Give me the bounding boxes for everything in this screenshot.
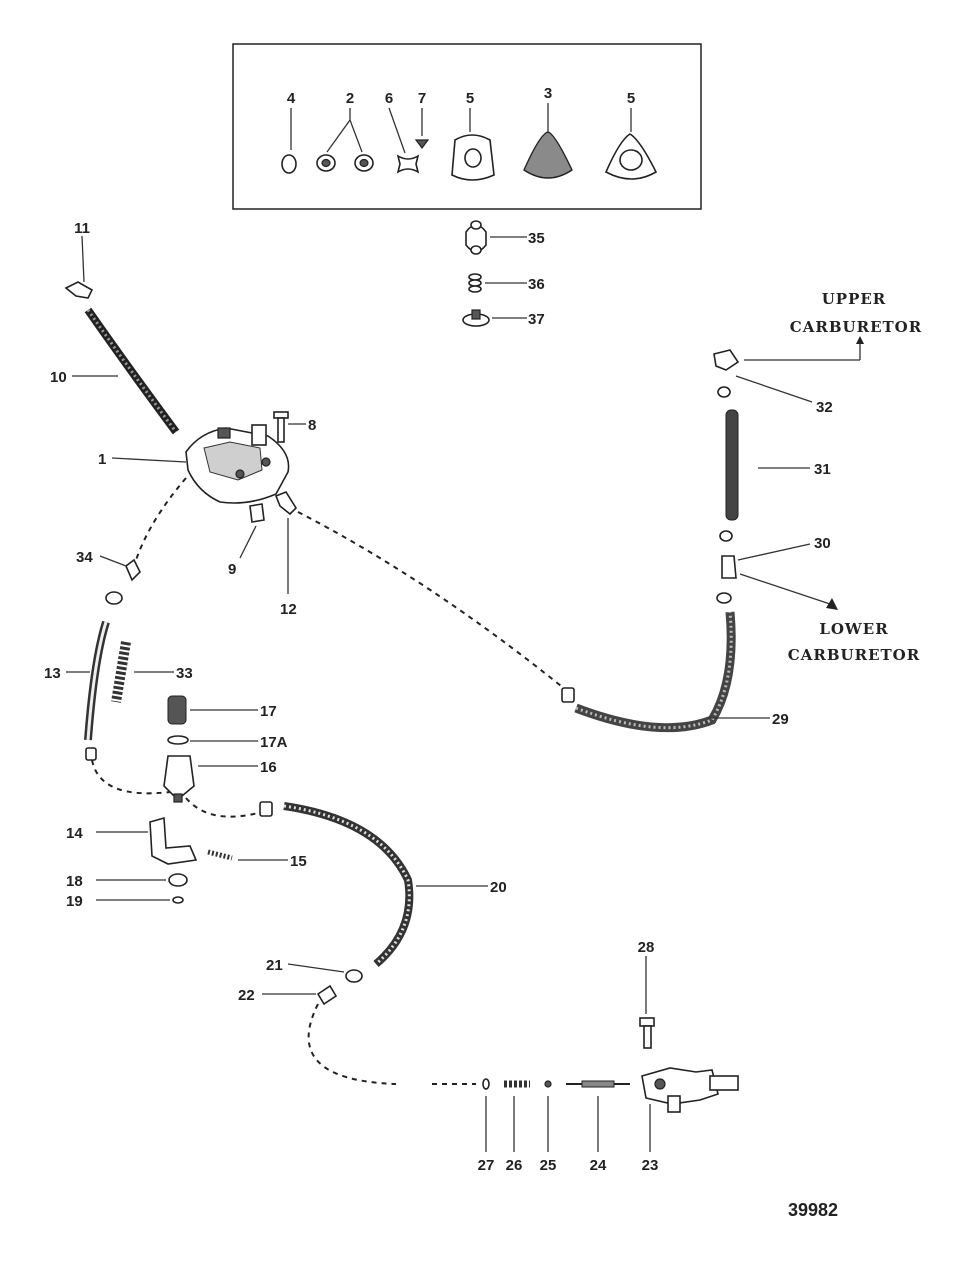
part-22-fitting [316,984,338,1006]
label-16: 16 [260,759,277,776]
upper-carburetor-label-2: CARBURETOR [790,318,922,336]
label-10: 10 [50,369,67,386]
label-4: 4 [287,90,296,107]
label-11: 11 [74,220,90,237]
label-25: 25 [540,1157,557,1174]
filter-assembly: 13 33 17 17A 16 14 15 18 19 [44,591,307,910]
label-33: 33 [176,665,193,682]
label-8: 8 [308,417,316,434]
label-22: 22 [238,987,255,1004]
part-17a-o-ring [167,735,189,745]
label-3: 3 [544,85,552,102]
label-20: 20 [490,879,507,896]
label-21: 21 [266,957,283,974]
part-2-check-valves [316,154,374,172]
part-8-bolt [273,411,289,443]
label-15: 15 [290,853,307,870]
parts-35-37: 35 36 37 [462,220,545,328]
fuel-connector-assembly: 20 21 22 27 26 25 24 23 28 [238,802,739,1174]
label-28: 28 [638,939,655,956]
part-4-o-ring [281,154,297,174]
label-26: 26 [506,1157,523,1174]
label-23: 23 [642,1157,659,1174]
label-29: 29 [772,711,789,728]
part-16-filter-bowl [163,755,195,797]
label-5-a: 5 [466,90,474,107]
part-29-hose [574,611,736,733]
label-35: 35 [528,230,545,247]
label-17: 17 [260,703,277,720]
upper-carburetor-label-1: UPPER [822,290,887,308]
part-21-clamp [345,969,363,983]
part-31-hose [725,409,739,521]
lower-carburetor-label-1: LOWER [819,620,888,638]
part-30-tee [721,555,737,579]
label-19: 19 [66,893,83,910]
label-5-b: 5 [627,90,635,107]
label-1: 1 [98,451,106,468]
label-14: 14 [66,825,83,842]
label-18: 18 [66,873,83,890]
part-11-fitting [64,281,94,299]
label-24: 24 [590,1157,607,1174]
label-9: 9 [228,561,236,578]
label-32: 32 [816,399,833,416]
part-14-bracket [149,816,198,865]
label-36: 36 [528,276,545,293]
label-2: 2 [346,90,354,107]
fuel-pump-assembly: 11 10 1 8 9 12 34 [50,220,567,691]
carburetor-feed-lines: 32 31 30 29 UPPER CARBURETOR LOWER CARBU… [561,290,922,733]
label-34: 34 [76,549,93,566]
lower-carburetor-label-2: CARBURETOR [788,646,920,664]
part-34-fitting [125,558,141,582]
part-25-ball [544,1080,552,1088]
part-15-screw [207,849,233,861]
part-3-diaphragm [523,131,573,179]
part-6-retainer [396,154,420,174]
figure-number: 39982 [788,1200,838,1220]
part-17-filter [167,695,187,725]
part-37-diaphragm [462,309,490,327]
label-7: 7 [418,90,426,107]
part-19-nut [172,896,184,904]
label-30: 30 [814,535,831,552]
label-12: 12 [280,601,297,618]
part-9-plug [249,503,265,523]
part-28-bolt [639,1017,655,1049]
label-17a: 17A [260,734,288,751]
label-27: 27 [478,1157,495,1174]
label-13: 13 [44,665,61,682]
part-7-screw [414,139,430,149]
part-27-o-ring [482,1078,490,1090]
part-33-spring [111,641,131,703]
label-37: 37 [528,311,545,328]
label-6: 6 [385,90,393,107]
part-18-washer [168,873,188,887]
repair-kit-box: 4 2 6 7 5 3 5 [232,43,702,210]
part-32-fitting [713,349,740,371]
part-10-hose [84,307,180,435]
label-31: 31 [814,461,831,478]
part-20-hose [283,802,414,968]
part-36-spring [468,273,482,293]
part-23-fuel-connector [641,1067,719,1105]
part-12-elbow [274,491,298,516]
